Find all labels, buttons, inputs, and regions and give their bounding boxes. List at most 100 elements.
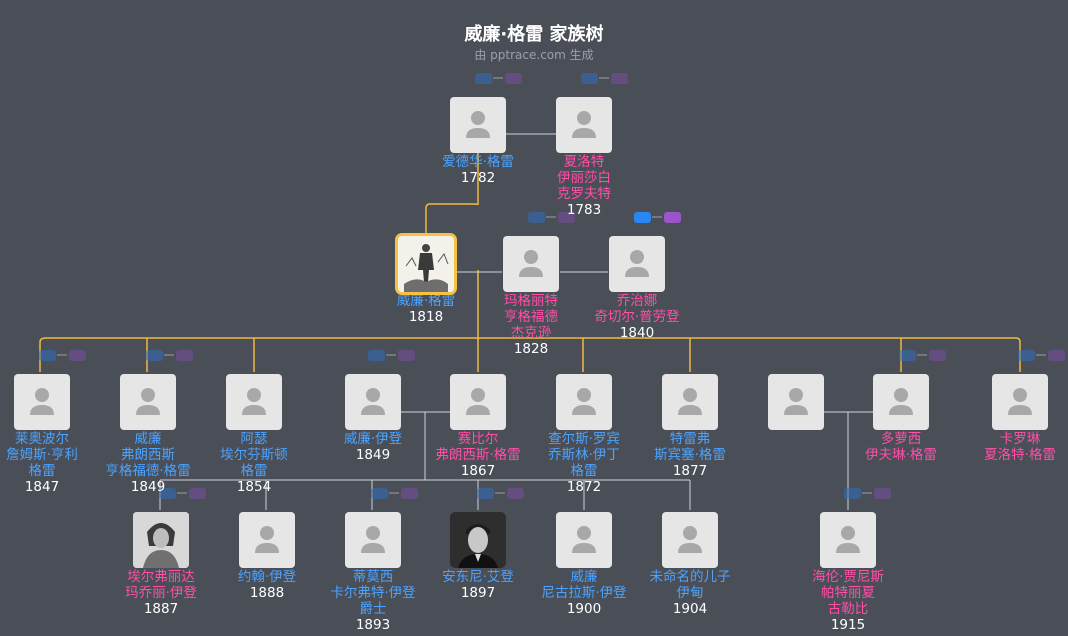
avatar[interactable]: [609, 236, 665, 292]
person-name-line: 伊丽莎白: [557, 170, 611, 186]
person-node[interactable]: 海伦·贾尼斯 帕特丽夏 古勒比 1915: [793, 512, 903, 633]
person-node[interactable]: 赛比尔 弗朗西斯·格雷 1867: [423, 374, 533, 479]
person-silhouette-icon: [466, 388, 490, 415]
avatar[interactable]: [345, 512, 401, 568]
person-name-line: 查尔斯·罗宾: [548, 431, 620, 447]
person-year: 1877: [672, 463, 708, 479]
person-node[interactable]: 安东尼·艾登 1897: [423, 512, 533, 601]
father-badge[interactable]: [146, 350, 163, 361]
avatar[interactable]: [556, 374, 612, 430]
father-badge[interactable]: [371, 488, 388, 499]
person-year: 1897: [460, 585, 496, 601]
avatar[interactable]: [662, 512, 718, 568]
person-node[interactable]: 夏洛特 伊丽莎白 克罗夫特 1783: [529, 97, 639, 218]
person-node[interactable]: 玛格丽特 亨格福德 杰克逊 1828: [476, 236, 586, 357]
mother-badge[interactable]: [507, 488, 524, 499]
person-node[interactable]: 特雷弗 斯宾塞·格雷 1877: [635, 374, 745, 479]
person-name-line: 伊夫琳·格雷: [865, 447, 937, 463]
person-name-line: 古勒比: [827, 601, 869, 617]
avatar[interactable]: [450, 512, 506, 568]
avatar[interactable]: [820, 512, 876, 568]
avatar[interactable]: [556, 512, 612, 568]
father-badge[interactable]: [581, 73, 598, 84]
person-node[interactable]: 埃尔弗丽达 玛乔丽·伊登 1887: [106, 512, 216, 617]
person-node[interactable]: 威廉 弗朗西斯 亨格福德·格雷 1849: [93, 374, 203, 495]
person-name-line: 乔斯林·伊丁: [548, 447, 620, 463]
person-year: 1872: [566, 479, 602, 495]
father-badge[interactable]: [844, 488, 861, 499]
person-name-line: 伊甸: [676, 585, 704, 601]
avatar[interactable]: [450, 97, 506, 153]
father-badge[interactable]: [634, 212, 651, 223]
person-node[interactable]: 阿瑟 埃尔芬斯顿 格雷 1854: [199, 374, 309, 495]
person-node[interactable]: 威廉·伊登 1849: [318, 374, 428, 463]
person-node[interactable]: 约翰·伊登 1888: [212, 512, 322, 601]
person-name-line: 安东尼·艾登: [442, 569, 514, 585]
father-badge[interactable]: [899, 350, 916, 361]
person-node[interactable]: 多萝西 伊夫琳·格雷: [846, 374, 956, 463]
mother-badge[interactable]: [69, 350, 86, 361]
father-badge[interactable]: [368, 350, 385, 361]
father-badge[interactable]: [528, 212, 545, 223]
mother-badge[interactable]: [401, 488, 418, 499]
mother-badge[interactable]: [558, 212, 575, 223]
father-badge[interactable]: [475, 73, 492, 84]
person-name-line: 格雷: [570, 463, 598, 479]
person-name-line: 弗朗西斯·格雷: [435, 447, 521, 463]
person-name-line: 玛格丽特: [504, 293, 558, 309]
avatar[interactable]: [239, 512, 295, 568]
person-year: 1840: [619, 325, 655, 341]
person-name-line: 多萝西: [880, 431, 922, 447]
avatar[interactable]: [768, 374, 824, 430]
person-name-line: 弗朗西斯: [121, 447, 175, 463]
mother-badge[interactable]: [176, 350, 193, 361]
mother-badge[interactable]: [505, 73, 522, 84]
person-node[interactable]: 蒂莫西 卡尔弗特·伊登 爵士 1893: [318, 512, 428, 633]
person-name-line: 乔治娜: [616, 293, 658, 309]
mother-badge[interactable]: [874, 488, 891, 499]
person-node[interactable]: 未命名的儿子 伊甸 1904: [635, 512, 745, 617]
avatar[interactable]: [662, 374, 718, 430]
person-silhouette-icon: [572, 111, 596, 138]
page-title: 威廉·格雷 家族树: [464, 24, 604, 45]
person-silhouette-icon: [242, 388, 266, 415]
person-node[interactable]: 查尔斯·罗宾 乔斯林·伊丁 格雷 1872: [529, 374, 639, 495]
person-name-line: 未命名的儿子: [649, 569, 731, 585]
person-node[interactable]: [741, 374, 851, 430]
person-node[interactable]: 卡罗琳 夏洛特·格雷: [965, 374, 1068, 463]
avatar[interactable]: [503, 236, 559, 292]
mother-badge[interactable]: [1048, 350, 1065, 361]
mother-badge[interactable]: [398, 350, 415, 361]
father-badge[interactable]: [1018, 350, 1035, 361]
person-name-line: 蒂莫西: [352, 569, 394, 585]
avatar[interactable]: [14, 374, 70, 430]
mother-badge[interactable]: [611, 73, 628, 84]
father-badge[interactable]: [159, 488, 176, 499]
avatar[interactable]: [556, 97, 612, 153]
father-badge[interactable]: [477, 488, 494, 499]
person-year: 1782: [460, 170, 496, 186]
person-silhouette-icon: [572, 526, 596, 553]
mother-badge[interactable]: [664, 212, 681, 223]
person-node[interactable]: 爱德华·格雷 1782: [423, 97, 533, 186]
avatar[interactable]: [398, 236, 454, 292]
person-year: 1849: [355, 447, 391, 463]
person-node[interactable]: 乔治娜 奇切尔·普劳登 1840: [582, 236, 692, 341]
person-silhouette-icon: [625, 250, 649, 277]
father-badge[interactable]: [39, 350, 56, 361]
mother-badge[interactable]: [929, 350, 946, 361]
avatar[interactable]: [873, 374, 929, 430]
person-node[interactable]: 威廉 尼古拉斯·伊登 1900: [529, 512, 639, 617]
person-node[interactable]: 威廉·格雷 1818: [371, 236, 481, 325]
mother-badge[interactable]: [189, 488, 206, 499]
avatar[interactable]: [133, 512, 189, 568]
avatar[interactable]: [226, 374, 282, 430]
avatar[interactable]: [450, 374, 506, 430]
avatar[interactable]: [992, 374, 1048, 430]
person-node[interactable]: 莱奥波尔 詹姆斯·亨利 格雷 1847: [0, 374, 97, 495]
person-silhouette-icon: [361, 526, 385, 553]
avatar[interactable]: [120, 374, 176, 430]
person-name-line: 海伦·贾尼斯: [812, 569, 884, 585]
person-name-line: 埃尔芬斯顿: [220, 447, 288, 463]
avatar[interactable]: [345, 374, 401, 430]
